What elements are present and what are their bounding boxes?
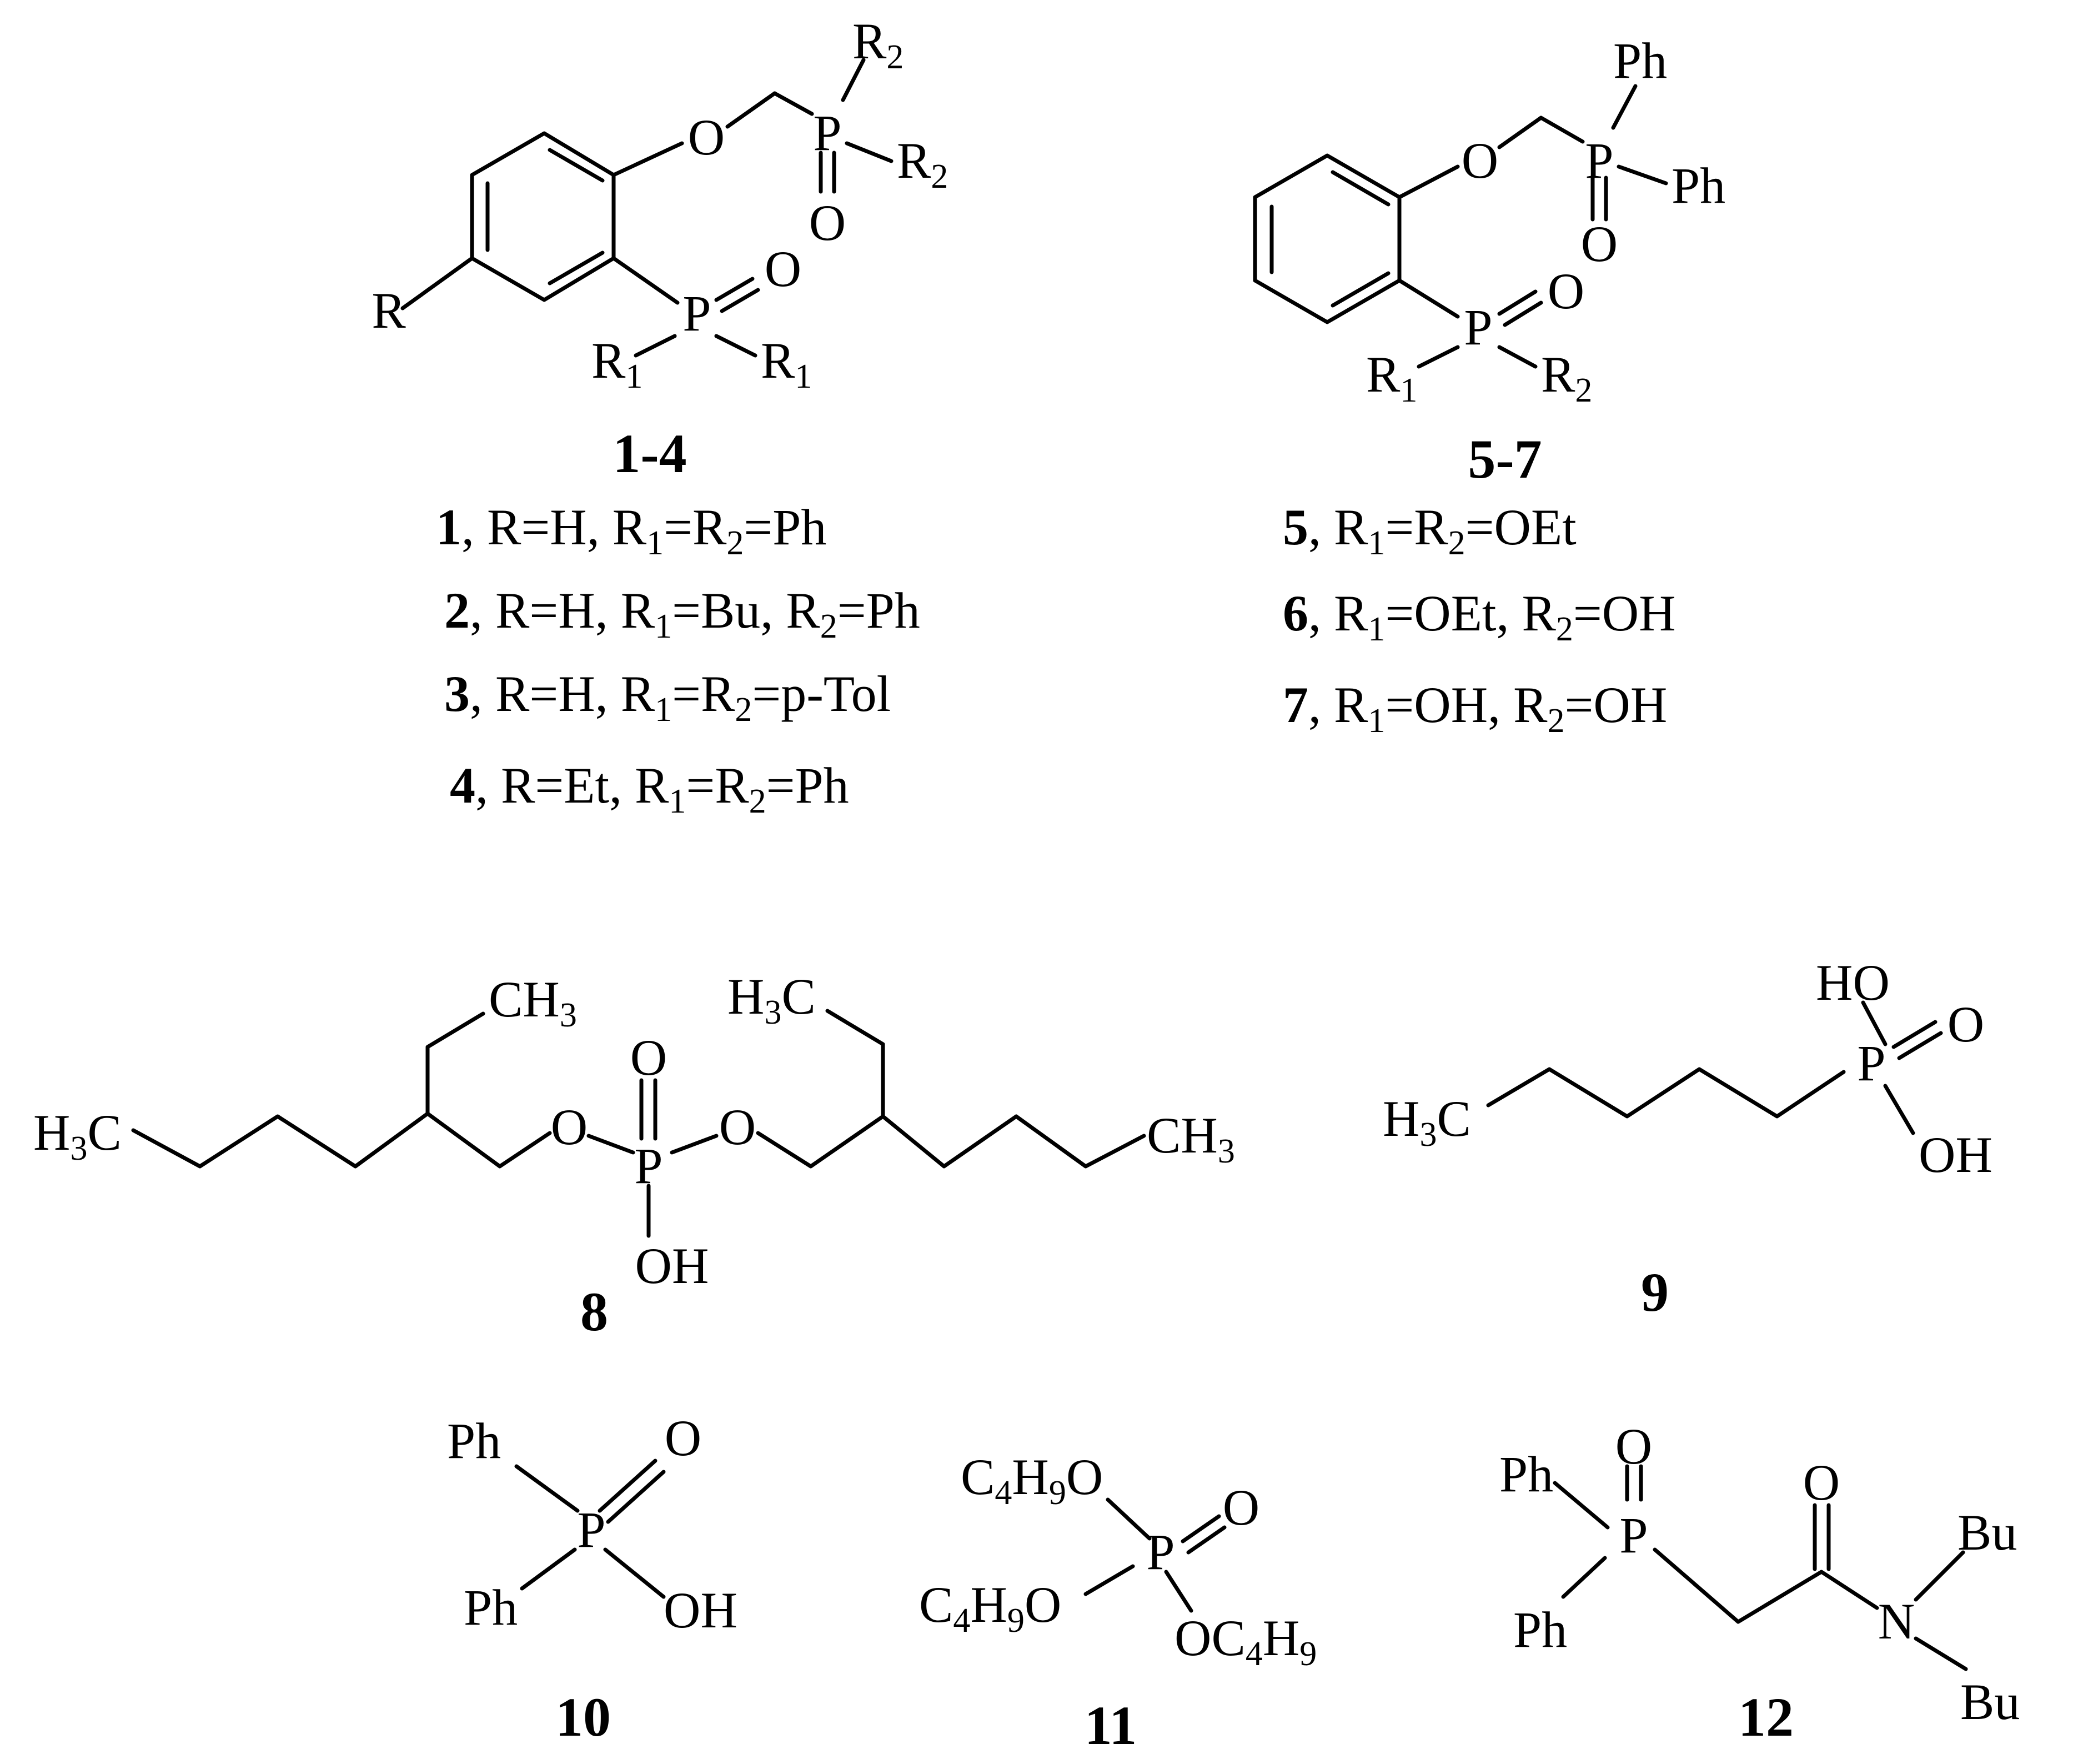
- atom-o-left: O: [551, 1099, 588, 1155]
- atom-h3c-left: H: [33, 1104, 70, 1161]
- svg-text:R1: R1: [1366, 346, 1417, 409]
- atom-p: P: [577, 1501, 605, 1558]
- svg-text:H3C: H3C: [727, 968, 816, 1031]
- atom-p: P: [634, 1137, 662, 1194]
- atom-o-double: O: [665, 1410, 701, 1466]
- atom-h3c: H: [1383, 1090, 1419, 1147]
- atom-ph-top: Ph: [1499, 1446, 1553, 1502]
- atom-o-carbonyl: O: [1803, 1454, 1840, 1511]
- atom-o-top-double: O: [809, 194, 846, 251]
- atom-p: P: [1857, 1035, 1885, 1091]
- svg-text:H3C: H3C: [33, 1104, 122, 1167]
- atom-r1-sub: 1: [1400, 372, 1417, 409]
- atom-o-ether: O: [688, 109, 725, 166]
- compound-label-5-7: 5-7: [1468, 428, 1542, 490]
- structure-12: Ph O P Ph O N Bu Bu 12: [1499, 1418, 2020, 1748]
- atom-ph-top: Ph: [1613, 32, 1667, 89]
- atom-r2-right-sub: 2: [931, 158, 948, 196]
- atom-ho: HO: [1816, 954, 1890, 1011]
- atom-o-p-double: O: [1615, 1418, 1652, 1475]
- row-4: 4, R=Et, R1=R2=Ph: [450, 757, 849, 820]
- atom-o-double: O: [630, 1029, 667, 1086]
- atom-bu-top: Bu: [1958, 1504, 2017, 1561]
- atom-o-ether: O: [1462, 132, 1498, 189]
- svg-text:R2: R2: [897, 132, 948, 196]
- substituent-list-5-7: 5, R1=R2=OEt 6, R1=OEt, R2=OH 7, R1=OH, …: [1283, 499, 1676, 740]
- structure-5-7: O P Ph Ph O P O R1 R2 5-7: [1253, 32, 1725, 490]
- atom-r2-top: R: [852, 13, 887, 69]
- row-1: 1, R=H, R1=R2=Ph: [436, 499, 826, 562]
- atom-r1-right: R: [761, 332, 795, 389]
- atom-oh: OH: [1919, 1126, 1992, 1183]
- atom-p-top: P: [813, 104, 841, 161]
- row-7: 7, R1=OH, R2=OH: [1283, 676, 1667, 740]
- svg-text:C4H9O: C4H9O: [961, 1449, 1103, 1512]
- atom-c4h9o-top: C: [961, 1449, 995, 1505]
- atom-h3c-top-right: H: [727, 968, 764, 1025]
- atom-c4h9o-left: C: [919, 1576, 953, 1633]
- atom-ch3-top-left: CH: [489, 971, 560, 1028]
- atom-oh: OH: [635, 1237, 709, 1294]
- atom-ph-right: Ph: [1672, 157, 1725, 214]
- row-6: 6, R1=OEt, R2=OH: [1283, 585, 1676, 648]
- row-2: 2, R=H, R1=Bu, R2=Ph: [444, 582, 920, 645]
- atom-ch3-right: CH: [1147, 1107, 1218, 1164]
- atom-n: N: [1878, 1593, 1915, 1650]
- compound-label-8: 8: [580, 1281, 608, 1342]
- svg-text:R2: R2: [852, 13, 904, 76]
- row-3: 3, R=H, R1=R2=p-Tol: [444, 665, 891, 729]
- atom-o-right: O: [719, 1099, 756, 1155]
- atom-r1-right-sub: 1: [795, 358, 812, 395]
- atom-p: P: [1146, 1524, 1174, 1580]
- atom-bu-bottom: Bu: [1960, 1673, 2020, 1730]
- svg-text:CH3: CH3: [489, 971, 577, 1034]
- compound-label-10: 10: [555, 1686, 611, 1748]
- atom-o-ring-double: O: [765, 240, 801, 297]
- atom-r1-left-sub: 1: [625, 358, 643, 395]
- atom-p-ring: P: [1464, 299, 1492, 355]
- atom-r2-right: R: [897, 132, 931, 189]
- row-5: 5, R1=R2=OEt: [1283, 499, 1577, 562]
- compound-label-9: 9: [1641, 1261, 1669, 1323]
- atom-r2: R: [1541, 346, 1575, 403]
- substituent-list-1-4: 1, R=H, R1=R2=Ph 2, R=H, R1=Bu, R2=Ph 3,…: [436, 499, 920, 820]
- compound-label-12: 12: [1738, 1686, 1794, 1748]
- atom-oc4h9-bottom: OC: [1174, 1610, 1246, 1666]
- structure-1-4: R O P R2 R2 O P O R1 R1 1-4: [372, 13, 948, 484]
- compound-label-1-4: 1-4: [613, 423, 686, 484]
- atom-r1-left: R: [591, 332, 626, 389]
- svg-text:R1: R1: [761, 332, 812, 395]
- atom-ph-bottom: Ph: [464, 1579, 518, 1636]
- svg-text:H3C: H3C: [1383, 1090, 1471, 1154]
- structure-8: H3C CH3 O O P O OH H3C CH3 8: [33, 968, 1235, 1342]
- atom-o-double: O: [1948, 996, 1984, 1053]
- atom-oh: OH: [664, 1582, 737, 1638]
- atom-p-top: P: [1585, 132, 1613, 189]
- atom-r2-sub: 2: [1575, 372, 1592, 409]
- svg-text:C4H9O: C4H9O: [919, 1576, 1061, 1640]
- svg-text:OC4H9: OC4H9: [1174, 1610, 1317, 1673]
- atom-o-double: O: [1223, 1479, 1259, 1536]
- structure-10: Ph O P Ph OH 10: [447, 1410, 737, 1748]
- atom-p: P: [1619, 1507, 1648, 1563]
- atom-r1: R: [1366, 346, 1401, 403]
- structure-11: C4H9O O P C4H9O OC4H9 11: [919, 1449, 1317, 1756]
- atom-ph-bottom: Ph: [1513, 1601, 1567, 1658]
- svg-text:CH3: CH3: [1147, 1107, 1235, 1170]
- atom-r: R: [372, 282, 406, 339]
- structure-9: H3C HO O P OH 9: [1383, 954, 1992, 1323]
- atom-o-top-double: O: [1581, 216, 1618, 272]
- atom-ph-top: Ph: [447, 1412, 501, 1469]
- compound-label-11: 11: [1085, 1695, 1137, 1756]
- atom-r2-top-sub: 2: [886, 38, 904, 76]
- svg-text:R2: R2: [1541, 346, 1592, 409]
- atom-p-ring: P: [682, 285, 711, 342]
- svg-text:R1: R1: [591, 332, 643, 395]
- atom-o-ring-double: O: [1548, 263, 1584, 319]
